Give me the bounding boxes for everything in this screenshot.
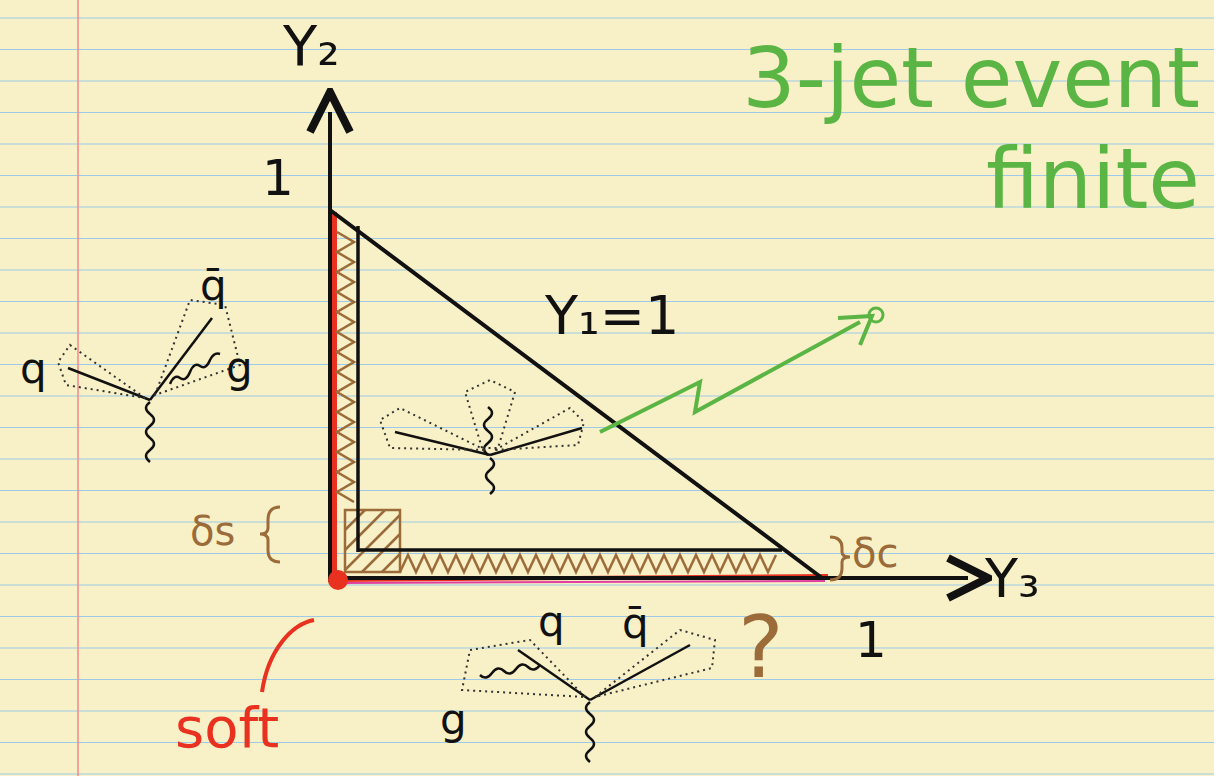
region-label: soft [175,696,279,760]
delta-c-cut [358,548,782,552]
question-mark: ? [738,598,784,697]
tick-label: 1 [262,150,294,208]
axis-label: Y₃ [985,548,1040,610]
parton-label: q̄ [200,262,227,310]
paper-rule [0,521,1214,522]
collinear-q-g-illustration [480,645,690,762]
paper-rule [0,458,1214,459]
tick-label: 1 [855,612,887,670]
finite-arrowhead [838,316,872,345]
parton-label: q̄ [622,600,649,648]
paper-rule [0,395,1214,396]
parton-label: g [226,344,253,392]
cut-label: δs [190,508,235,554]
parton-label: g [440,696,467,744]
paper-rule [0,364,1214,365]
parton-label: q [538,598,565,646]
delta-s-hatching [337,232,354,502]
jet-cone [380,380,584,450]
paper-rule [0,238,1214,239]
paper-rule [0,647,1214,648]
soft-pointer [262,620,314,692]
margin-line [77,0,79,776]
boundary-label: Y₁=1 [545,285,679,347]
delta-c-hatching [400,555,776,572]
paper-rule [0,490,1214,491]
three-jet-illustration [395,407,582,494]
finite-arrowhead [869,308,883,322]
paper-rule [0,269,1214,270]
y1-boundary [330,210,822,578]
y3-axis [330,576,968,580]
paper-rule [0,679,1214,680]
jet-cone [462,630,715,697]
note: 3-jet event finite [660,28,1200,230]
paper-rule [0,616,1214,617]
soft-point [328,570,348,590]
delta-s-brace [260,507,280,562]
delta-s-cut [356,226,360,552]
paper-rule [0,17,1214,18]
paper-rule [0,773,1214,774]
cut-label: δc [852,530,898,576]
delta-c-brace [830,537,850,580]
jet-cone [58,300,240,398]
corner-hatch [345,510,400,572]
parton-label: q [20,345,47,393]
collinear-edge [345,581,825,583]
y2-axis [328,112,332,582]
axis-label: Y₂ [283,14,340,78]
